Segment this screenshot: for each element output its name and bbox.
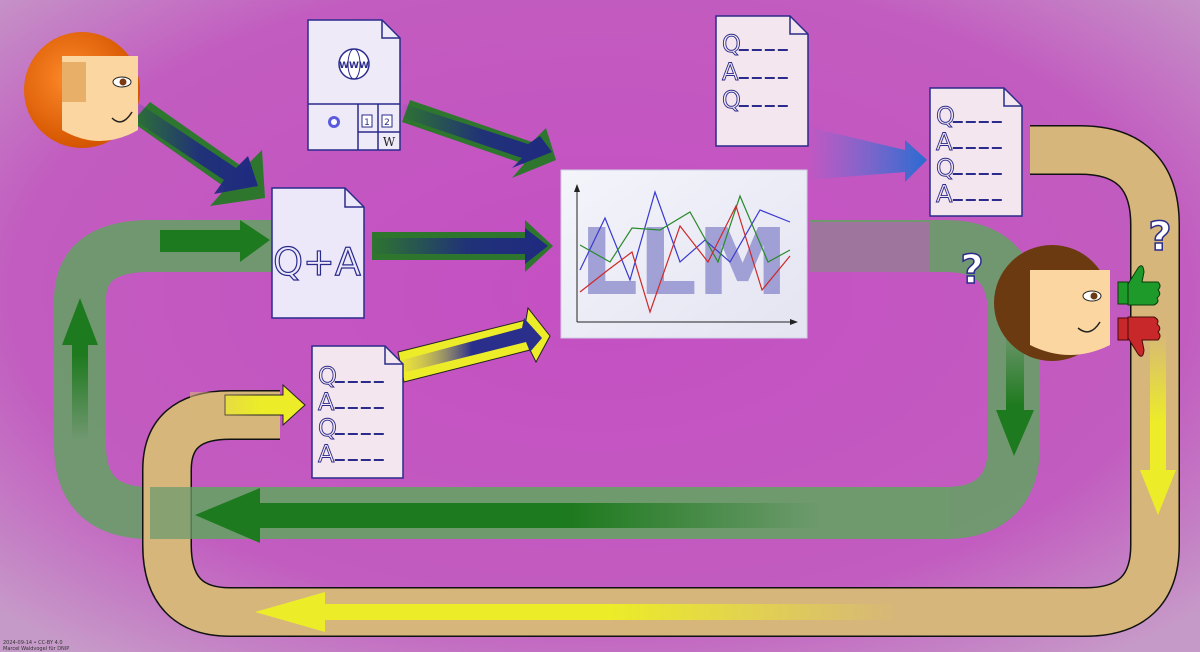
qaqa-left-label-1: A: [318, 388, 335, 416]
question-mark-right: ?: [1148, 214, 1171, 260]
page-box-1-label: 1: [364, 118, 370, 128]
qaq-top-label-2: Q: [722, 86, 741, 114]
wikipedia-w: W: [383, 135, 396, 149]
qaqa-document-right: [929, 87, 1023, 217]
user-avatar-right: [994, 245, 1110, 361]
credit-line-1: 2024-09-14 • CC-BY 4.0: [3, 640, 63, 646]
qa-label: Q+A: [273, 240, 361, 284]
qaqa-left-label-2: Q: [318, 414, 337, 442]
person-to-qa-arrow: [128, 102, 265, 206]
thumbs-down-icon: [1117, 316, 1161, 357]
user-avatar-left: [24, 32, 140, 148]
question-mark-left: ?: [960, 247, 983, 293]
qaq-top-label-1: A: [722, 58, 739, 86]
green-arrow-up: [62, 298, 98, 440]
qaqa-right-label-0: Q: [936, 102, 955, 130]
www-label: WWW: [339, 61, 369, 71]
qaqa-right-label-3: A: [936, 180, 953, 208]
credit-line-2: Marcel Waldvogel für DNIP: [3, 646, 70, 652]
llm-label: LLM: [580, 209, 789, 316]
qaqa-right-label-1: A: [936, 128, 953, 156]
loop-fade-right: [810, 222, 930, 272]
yellow-arrow-down: [1140, 330, 1176, 515]
green-arrow-down: [996, 330, 1034, 456]
qaqa-document-left: [311, 345, 404, 479]
yellow-arrow-left: [255, 592, 900, 632]
qaqa-left-label-0: Q: [318, 362, 337, 390]
green-arrow-into-qa: [160, 220, 270, 262]
yellow-fade: [190, 392, 260, 420]
page-box-2: [381, 114, 393, 128]
chart-line-red: [579, 204, 791, 314]
qaq-top-label-0: Q: [722, 30, 741, 58]
yellow-loop: [142, 125, 1180, 637]
qaqa-left-label-3: A: [318, 440, 335, 468]
qa-to-llm-arrow: [370, 220, 553, 272]
page-box-2-label: 2: [384, 118, 390, 128]
llm-to-qaqa-arrow: [806, 128, 927, 182]
qaqa-right-label-2: Q: [936, 154, 955, 182]
qaq-document-top: [715, 15, 809, 147]
web-sources-document: [307, 19, 401, 151]
web-to-llm-arrow: [398, 100, 556, 178]
chart-line-green: [579, 194, 791, 264]
thumbs-up-icon: [1117, 265, 1161, 306]
qa-document: [271, 187, 365, 319]
green-arrow-left: [195, 488, 820, 543]
chart-line-blue: [579, 190, 791, 282]
page-box-1: [361, 114, 373, 128]
qaq-top-lines: QAQ: [722, 30, 788, 114]
llm-panel: [560, 169, 808, 339]
